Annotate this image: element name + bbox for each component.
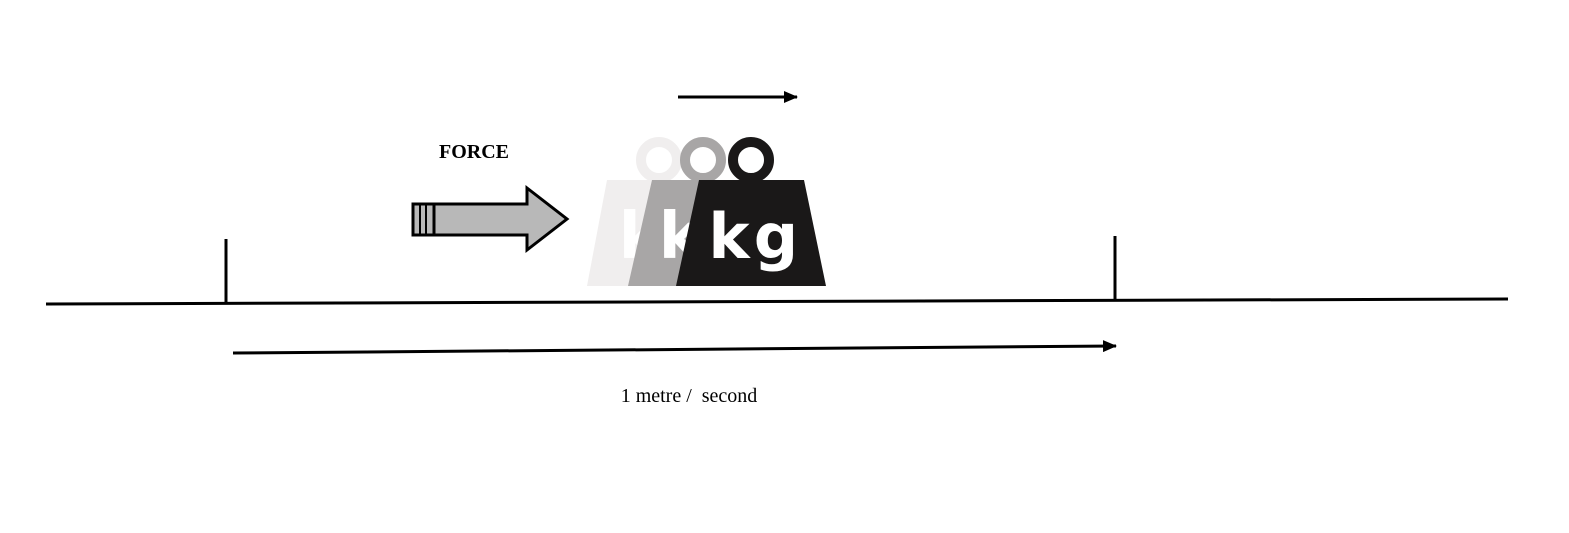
- force-label: FORCE: [439, 141, 509, 163]
- weight-front-letter-k: k: [708, 200, 751, 273]
- distance-arrow: [232, 340, 1117, 355]
- force-arrow: [411, 184, 570, 254]
- weight-front: k g: [676, 137, 826, 286]
- ground-line: [45, 297, 1509, 306]
- weight-front-letter-g: g: [754, 200, 798, 273]
- speed-label: 1 metre / second: [621, 385, 758, 407]
